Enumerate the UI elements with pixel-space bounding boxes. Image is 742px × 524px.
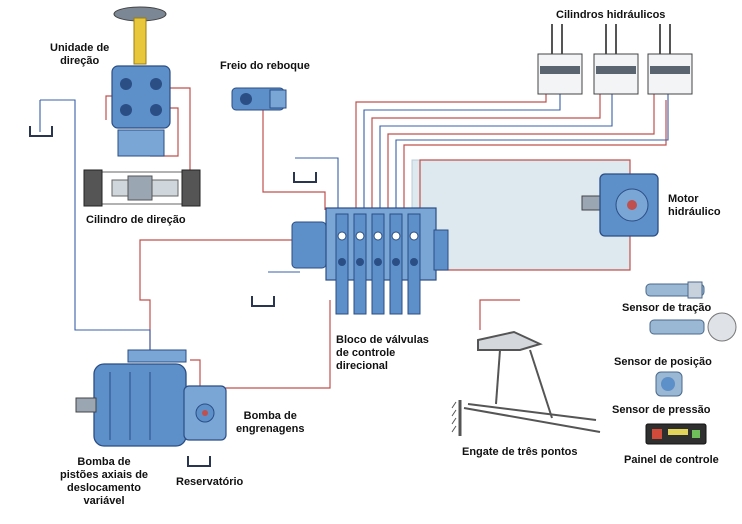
label-pressure-sensor: Sensor de pressão <box>612 404 711 416</box>
label-axial-piston-pump: Bomba de pistões axiais de deslocamento … <box>60 456 148 508</box>
steering-cylinder <box>83 169 201 207</box>
pressure-sensor <box>655 371 683 397</box>
label-traction-sensor: Sensor de tração <box>622 302 712 314</box>
label-valve-block-line3: direcional <box>336 360 388 372</box>
label-gear-pump-line2: engrenagens <box>236 423 305 435</box>
hydraulic-motor <box>581 173 659 237</box>
label-reservoir: Reservatório <box>176 476 244 488</box>
label-steering-unit: Unidade de direção <box>50 42 109 68</box>
label-hydraulic-motor: Motor hidráulico <box>668 193 721 219</box>
control-panel <box>645 423 707 445</box>
label-axial-pump-line4: variável <box>83 495 125 507</box>
label-hydraulic-motor-line2: hidráulico <box>668 206 721 218</box>
label-axial-pump-line3: deslocamento <box>67 482 141 494</box>
gear-pump <box>183 385 227 441</box>
label-trailer-brake: Freio do reboque <box>220 60 310 72</box>
label-hydraulic-motor-line1: Motor <box>668 193 699 205</box>
axial-piston-pump <box>75 349 187 447</box>
label-steering-cylinder: Cilindro de direção <box>86 214 186 226</box>
label-valve-block: Bloco de válvulas de controle direcional <box>336 334 429 373</box>
label-axial-pump-line2: pistões axiais de <box>60 469 149 481</box>
position-sensor <box>649 312 737 342</box>
three-point-hitch <box>451 330 601 436</box>
tank-symbols <box>29 126 317 467</box>
label-position-sensor: Sensor de posição <box>614 356 712 368</box>
label-control-panel: Painel de controle <box>624 454 719 466</box>
trailer-brake <box>231 87 287 111</box>
label-axial-pump-line1: Bomba de <box>77 456 131 468</box>
label-steering-unit-line1: Unidade de <box>50 42 110 54</box>
traction-sensor <box>645 281 705 299</box>
steering-unit <box>111 6 171 157</box>
label-valve-block-line2: de controle <box>336 347 396 359</box>
label-valve-block-line1: Bloco de válvulas <box>336 334 429 346</box>
label-gear-pump-line1: Bomba de <box>243 410 297 422</box>
label-steering-unit-line2: direção <box>60 55 100 67</box>
label-three-point-hitch: Engate de três pontos <box>462 446 578 458</box>
valve-block <box>291 207 449 315</box>
label-gear-pump: Bomba de engrenagens <box>236 410 304 436</box>
return-lines <box>39 80 669 350</box>
label-hydraulic-cylinders: Cilindros hidráulicos <box>556 9 666 21</box>
hydraulic-cylinders <box>537 24 693 95</box>
